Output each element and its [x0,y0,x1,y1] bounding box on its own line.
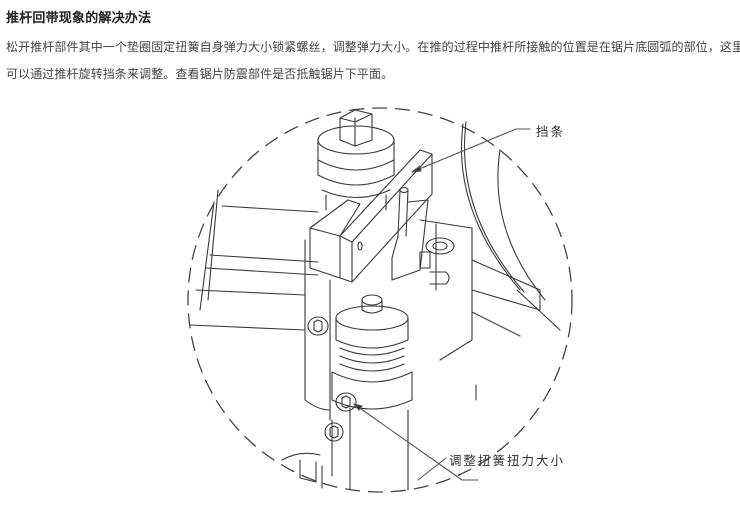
article-paragraph-line-2: 可以通过推杆旋转挡条来调整。查看锯片防震部件是否抵触锯片下平面。 [6,67,394,81]
callout-leader-spring-torque [354,404,478,480]
callout-label-spring-torque: 调整扭簧扭力大小 [449,453,566,468]
article-paragraph-line-1: 松开推杆部件其中一个垫圈固定扭簧自身弹力大小锁紧螺丝，调整弹力大小。在推的过程中… [6,40,740,54]
socket-screws [308,317,356,441]
detail-dashed-circle [188,108,572,492]
callout-leader-stop-bar [412,129,530,172]
stop-bar-part [340,150,432,282]
article-title: 推杆回带现象的解决办法 [6,11,152,26]
top-spring-washer-assembly [318,110,394,210]
push-rod-assembly-drawing [0,90,740,507]
lower-spring-column [305,240,412,490]
left-rail-frame [190,190,318,330]
saw-blade [461,122,560,330]
callout-label-stop-bar: 挡条 [536,124,566,139]
base-fragments [282,453,322,488]
clamp-block [310,200,360,278]
mechanical-drawing-figure [0,90,740,507]
mounting-plate [420,220,540,400]
lever-pin [392,188,428,281]
